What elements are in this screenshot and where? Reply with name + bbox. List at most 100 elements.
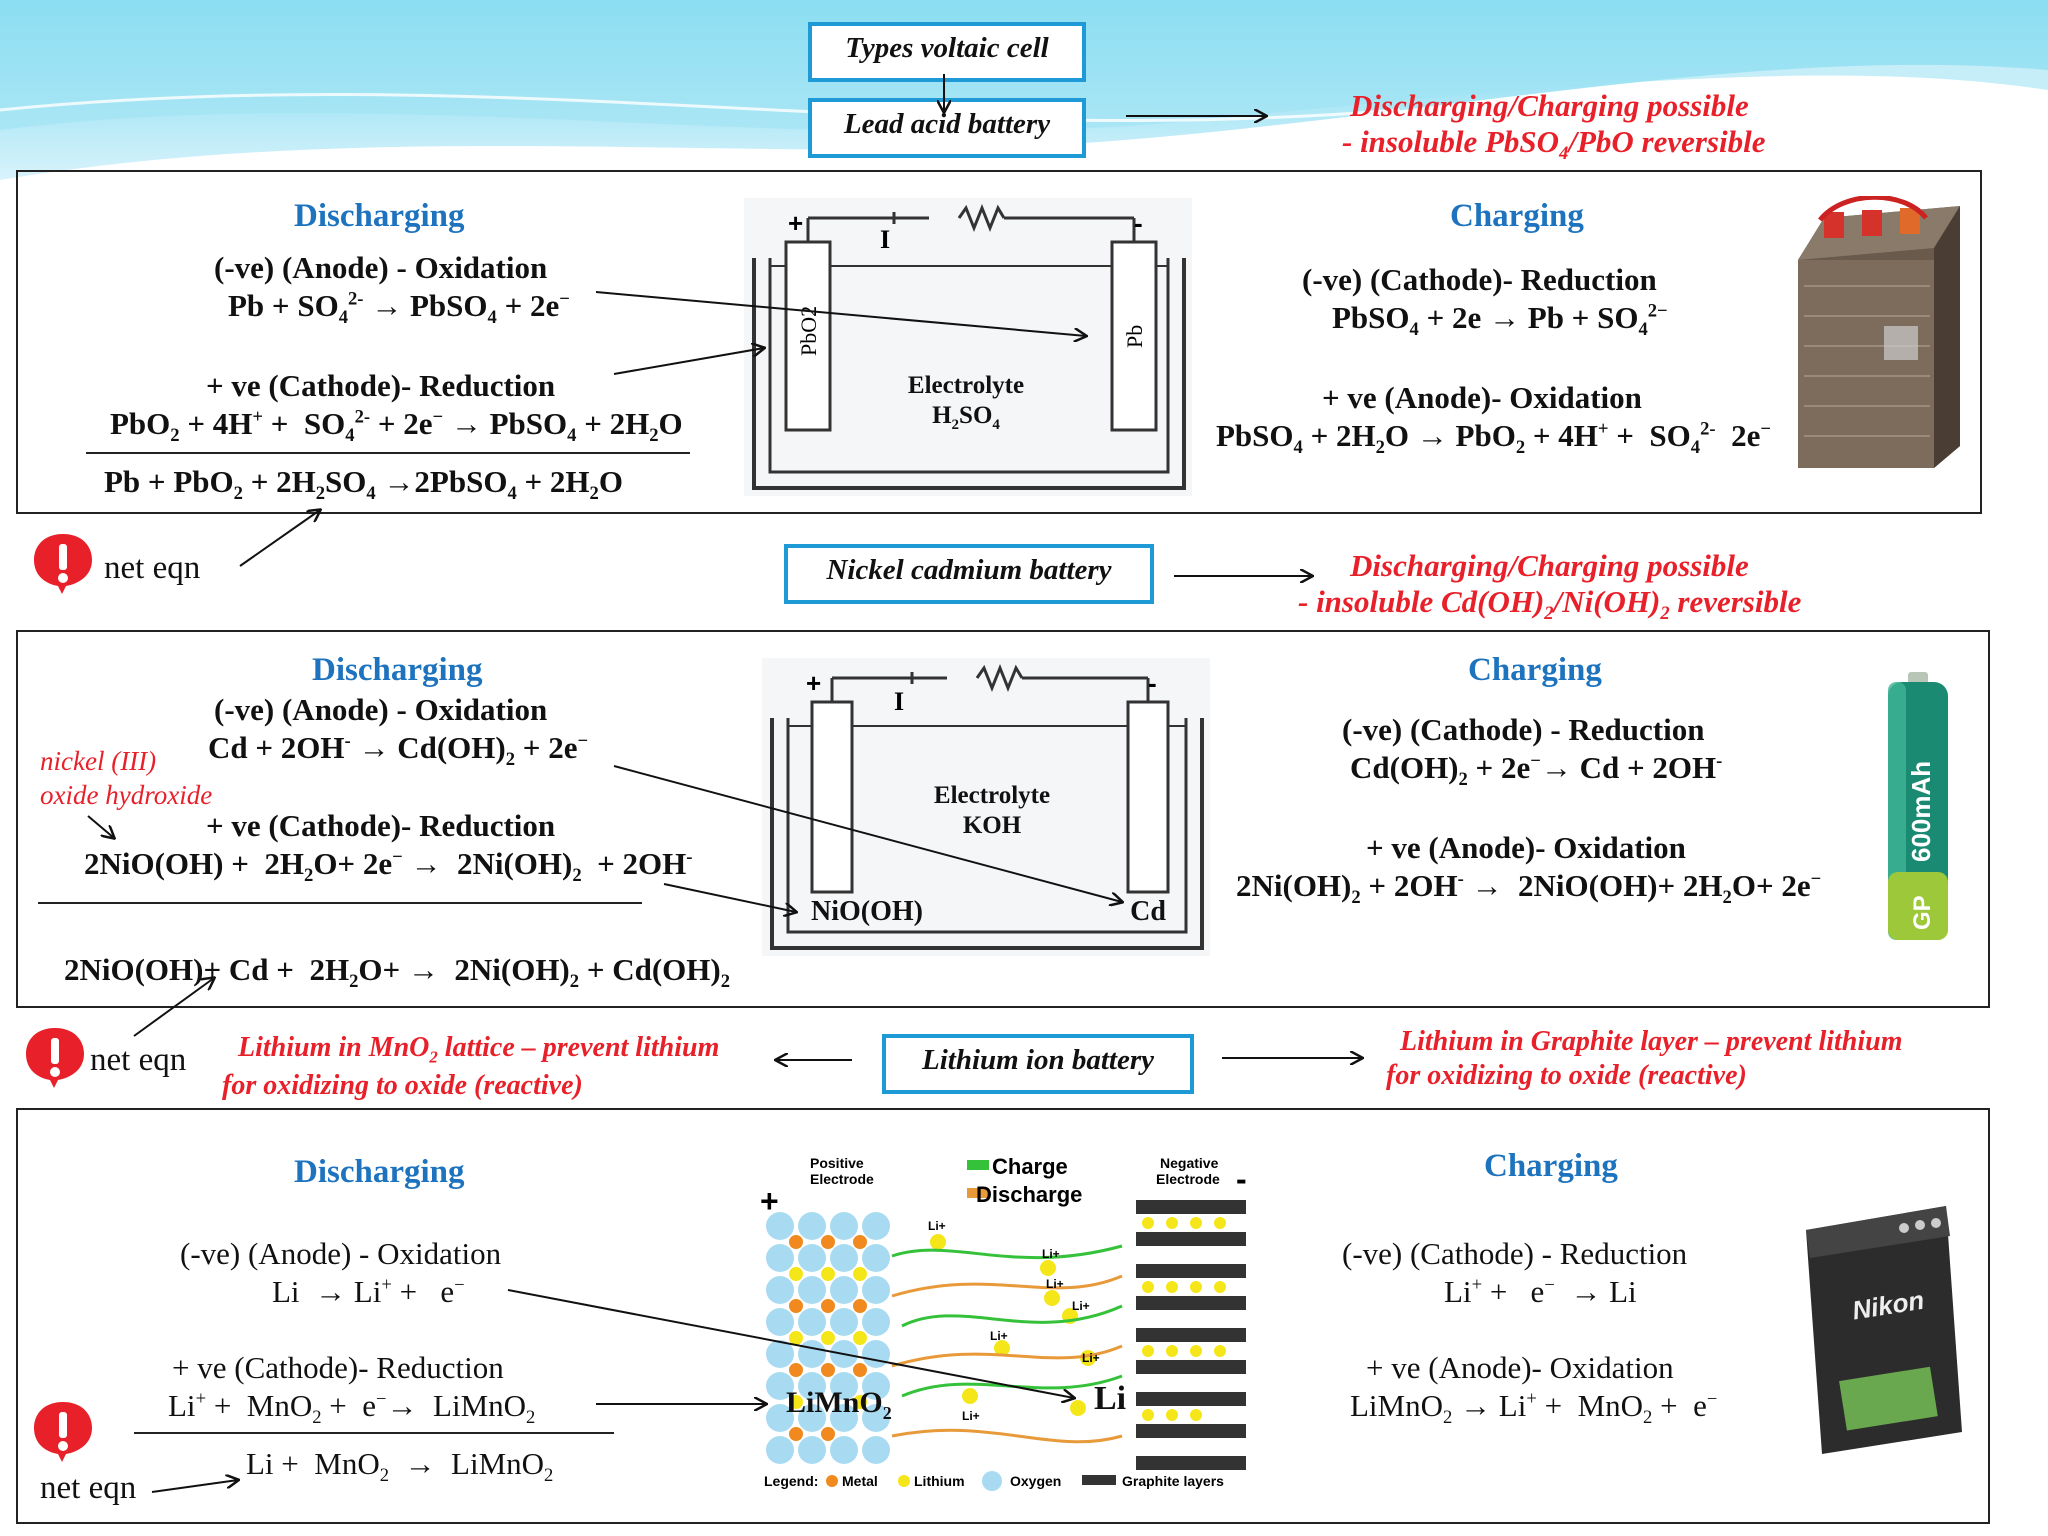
lead-acid-c-cathode-label: (-ve) (Cathode)- Reduction (1302, 262, 1657, 297)
lithium-legend-metal: Metal (842, 1473, 878, 1489)
nicad-note-2a: - insoluble Cd(OH) (1298, 584, 1545, 619)
lead-acid-current-label: I (880, 225, 890, 254)
lithium-legend-lithium: Lithium (914, 1473, 965, 1489)
nicad-note-2: - insoluble Cd(OH)2/Ni(OH)2 reversible (1298, 584, 1802, 625)
nicad-c-anode-label: + ve (Anode)- Oxidation (1366, 830, 1686, 865)
net-eqn-label-2: net eqn (90, 1042, 187, 1078)
svg-text:Electrode: Electrode (810, 1171, 874, 1187)
svg-text:Li+: Li+ (1042, 1247, 1060, 1261)
net-eqn-label-1: net eqn (104, 550, 201, 586)
lithium-sum-rule (134, 1432, 614, 1434)
lithium-battery-image: Nikon (1806, 1206, 1962, 1454)
lithium-diagram-positive: Positive (810, 1155, 864, 1171)
nicad-d-anode-eq: Cd + 2OH- → Cd(OH)2 + 2e− (208, 730, 589, 771)
svg-text:+: + (788, 208, 803, 238)
lead-acid-note-1: Discharging/Charging possible (1350, 88, 1749, 123)
lithium-panel (16, 1108, 1990, 1524)
lithium-ion-diagram: Positive Electrode Negative Electrode Ch… (752, 1146, 1260, 1498)
nicad-d-cathode-label: + ve (Cathode)- Reduction (206, 808, 556, 843)
nicad-note-1: Discharging/Charging possible (1350, 548, 1749, 583)
nicad-discharging-heading: Discharging (312, 652, 483, 688)
lithium-d-anode-label: (-ve) (Anode) - Oxidation (180, 1236, 502, 1271)
nicad-panel (16, 630, 1990, 1008)
lead-acid-note-2a: - insoluble PbSO (1342, 124, 1560, 159)
lithium-legend-graphite: Graphite layers (1122, 1473, 1224, 1489)
nicad-electrolyte-formula: KOH (962, 812, 1022, 839)
lithium-d-anode-eq: Li → Li+ + e− (272, 1274, 465, 1309)
nicad-side-note-2: oxide hydroxide (40, 780, 213, 810)
nicad-d-anode-label: (-ve) (Anode) - Oxidation (214, 692, 548, 727)
nicad-title: Nickel cadmium battery (784, 544, 1154, 604)
lithium-diagram-charge: Charge (992, 1154, 1068, 1179)
svg-text:GP: GP (1909, 895, 1936, 930)
lead-acid-electrolyte-label: Electrolyte (907, 372, 1025, 399)
warning-icon (34, 534, 92, 594)
lead-acid-net-eq: Pb + PbO2 + 2H2SO4 →2PbSO4 + 2H2O (104, 464, 623, 505)
nicad-net-eq: 2NiO(OH)+ Cd + 2H2O+ → 2Ni(OH)2 + Cd(OH)… (64, 952, 731, 993)
nicad-d-cathode-eq: 2NiO(OH) + 2H2O+ 2e− → 2Ni(OH)2 + 2OH- (84, 846, 693, 887)
lead-acid-panel (16, 170, 1982, 514)
nicad-c-cathode-label: (-ve) (Cathode) - Reduction (1342, 712, 1705, 747)
nicad-c-anode-eq: 2Ni(OH)2 + 2OH- → 2NiO(OH)+ 2H2O+ 2e− (1236, 868, 1822, 909)
lead-acid-cell-diagram: + - I PbO2 Pb (744, 198, 1192, 496)
svg-text:600mAh: 600mAh (1906, 761, 1936, 862)
svg-text:Li+: Li+ (1046, 1277, 1064, 1291)
warning-icon (26, 1028, 84, 1088)
nicad-note-2b: /Ni(OH) (1553, 584, 1661, 619)
lithium-d-cathode-label: + ve (Cathode)- Reduction (172, 1350, 504, 1385)
lithium-diagram-negative: Negative (1160, 1155, 1219, 1171)
nicad-sum-rule (38, 902, 642, 904)
lithium-legend-label: Legend: (764, 1473, 818, 1489)
warning-icon (34, 1402, 92, 1462)
svg-text:-: - (1236, 1161, 1247, 1197)
lead-acid-electrolyte-formula: H2SO4 (932, 402, 1000, 433)
lithium-cathode-label: LiMnO2 (786, 1386, 892, 1423)
svg-text:-: - (1134, 208, 1143, 238)
net-eqn-label-3: net eqn (40, 1470, 137, 1506)
svg-text:Li+: Li+ (928, 1219, 946, 1233)
svg-text:Li+: Li+ (1072, 1299, 1090, 1313)
nicad-battery-image: 600mAh GP (1888, 672, 1948, 940)
svg-text:Electrode: Electrode (1156, 1171, 1220, 1187)
lithium-title: Lithium ion battery (882, 1034, 1194, 1094)
nicad-electrode-right: Cd (1130, 896, 1166, 927)
svg-text:+: + (760, 1183, 779, 1219)
lead-acid-d-cathode-eq: PbO2 + 4H+ + SO42- + 2e− → PbSO4 + 2H2O (110, 406, 683, 447)
lithium-right-note-2: for oxidizing to oxide (reactive) (1386, 1060, 1747, 1091)
lead-acid-c-anode-label: + ve (Anode)- Oxidation (1322, 380, 1642, 415)
lithium-right-note-1: Lithium in Graphite layer – prevent lith… (1400, 1026, 1903, 1057)
lead-acid-c-anode-eq: PbSO4 + 2H2O → PbO2 + 4H+ + SO42- 2e− (1216, 418, 1771, 459)
lead-acid-discharging-heading: Discharging (294, 198, 465, 234)
lead-acid-d-anode-eq: Pb + SO42- → PbSO4 + 2e− (228, 288, 570, 329)
lead-acid-charging-heading: Charging (1450, 198, 1584, 234)
nicad-electrode-left: NiO(OH) (811, 896, 923, 927)
types-voltaic-cell-title: Types voltaic cell (808, 22, 1086, 82)
lithium-legend-oxygen: Oxygen (1010, 1473, 1061, 1489)
nicad-charging-heading: Charging (1468, 652, 1602, 688)
nicad-electrolyte-label: Electrolyte (933, 782, 1051, 809)
lead-acid-note-2b: /PbO reversible (1568, 124, 1766, 159)
nicad-side-note-1: nickel (III) (40, 746, 157, 776)
svg-text:Li+: Li+ (1082, 1351, 1100, 1365)
svg-text:Li+: Li+ (990, 1329, 1008, 1343)
lithium-left-note-2: for oxidizing to oxide (reactive) (222, 1070, 583, 1101)
svg-text:-: - (1148, 668, 1157, 698)
lead-acid-d-cathode-label: + ve (Cathode)- Reduction (206, 368, 556, 403)
lithium-anode-label: Li (1094, 1380, 1127, 1417)
nicad-c-cathode-eq: Cd(OH)2 + 2e−→ Cd + 2OH- (1350, 750, 1723, 791)
lead-acid-note-2: - insoluble PbSO4/PbO reversible (1342, 124, 1766, 165)
nicad-current-label: I (894, 687, 904, 716)
lithium-charging-heading: Charging (1484, 1148, 1618, 1184)
lead-acid-electrode-right: Pb (1122, 325, 1147, 348)
lead-acid-sum-rule (86, 452, 690, 454)
lithium-c-anode-eq: LiMnO2 → Li+ + MnO2 + e− (1350, 1388, 1718, 1429)
lithium-discharging-heading: Discharging (294, 1154, 465, 1190)
lithium-c-anode-label: + ve (Anode)- Oxidation (1366, 1350, 1674, 1385)
lead-acid-electrode-left: PbO2 (796, 306, 821, 356)
svg-text:Li+: Li+ (962, 1409, 980, 1423)
lead-acid-title: Lead acid battery (808, 98, 1086, 158)
lithium-diagram-discharge: Discharge (976, 1182, 1082, 1207)
lead-acid-d-anode-label: (-ve) (Anode) - Oxidation (214, 250, 548, 285)
svg-text:+: + (806, 668, 821, 698)
lithium-left-note-1: Lithium in MnO2 lattice – prevent lithiu… (238, 1032, 720, 1067)
